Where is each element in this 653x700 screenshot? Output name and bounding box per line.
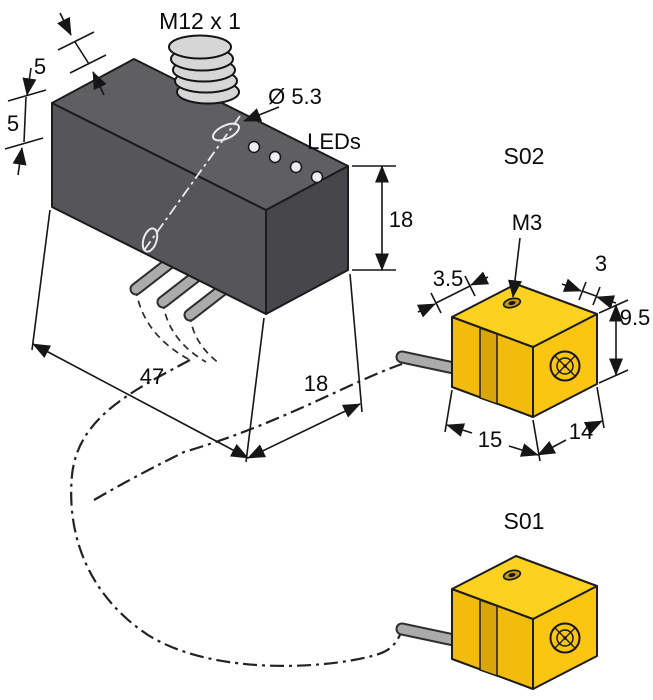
label-m12-thread: M12 x 1 <box>159 8 241 34</box>
dimension-line <box>247 403 361 459</box>
dimension-line <box>581 290 597 297</box>
dim-text-hole-offset: 3.5 <box>433 266 464 291</box>
dimension-line <box>446 423 473 437</box>
s02-mounting-hole-icon <box>502 297 522 309</box>
cable-loop-line <box>70 359 404 667</box>
dim-text-connector-offset: 5 <box>34 54 46 79</box>
dim-left-offset: 5 <box>4 67 47 176</box>
s02-alignment-target-icon <box>549 350 581 382</box>
cable-routing <box>70 288 404 667</box>
label-leds: LEDs <box>307 129 361 154</box>
dimension-line <box>508 443 539 457</box>
s02-top-face <box>451 283 598 348</box>
dim-text-width: 14 <box>569 419 593 444</box>
led-icon <box>268 150 282 164</box>
dimension-arrow <box>57 12 72 36</box>
dimension-arrow <box>596 295 617 309</box>
leader-line <box>507 237 522 298</box>
dimension-arrow <box>22 67 37 96</box>
dimension-arrow <box>416 303 436 318</box>
dimension-line <box>23 96 27 143</box>
extension-line <box>245 317 265 463</box>
mounting-hole-callout: Ø 5.3 <box>243 84 322 122</box>
dim-end-width: 18 <box>247 273 363 459</box>
dim-text-end-width: 18 <box>304 371 328 396</box>
led-indicators <box>247 140 324 184</box>
dimension-line <box>583 420 603 435</box>
sensor-s02 <box>451 283 598 418</box>
leader-line <box>243 106 280 122</box>
extension-line <box>69 54 107 74</box>
extension-line <box>598 369 629 384</box>
led-icon <box>289 160 303 174</box>
dim-connector-offset: 5 <box>34 12 107 96</box>
mounting-hole-top-icon <box>212 122 240 142</box>
s02-sensing-slot <box>479 326 498 406</box>
housing-top-face <box>51 58 349 211</box>
m12-thread-connector <box>168 34 240 105</box>
extension-line <box>596 386 605 429</box>
hidden-cable-2 <box>162 301 207 363</box>
s01-top-face <box>451 555 598 620</box>
dim-text-body-length: 47 <box>140 364 164 389</box>
dimension-line <box>74 41 90 65</box>
thread-turn <box>168 34 232 60</box>
dimension-line <box>32 343 249 459</box>
dimension-line <box>435 285 471 304</box>
s01-mounting-hole-icon <box>502 569 522 581</box>
extension-line <box>57 31 95 51</box>
extension-line <box>349 273 363 413</box>
dimension-arrow <box>470 271 490 286</box>
main-sensor-housing <box>51 58 349 315</box>
label-s01: S01 <box>504 508 545 534</box>
dimension-arrow <box>12 147 27 176</box>
label-hole-diameter: Ø 5.3 <box>268 84 322 109</box>
hole-inner <box>508 300 516 306</box>
mounting-hole-front-icon <box>141 227 159 253</box>
dim-end-height: 18 <box>352 165 413 271</box>
dim-text-corner: 3 <box>595 251 607 276</box>
dim-text-left-offset: 5 <box>7 111 19 136</box>
dim-text-end-height: 18 <box>389 207 413 232</box>
hidden-cable-3 <box>189 314 221 365</box>
label-s02: S02 <box>504 143 545 169</box>
extension-line <box>31 209 51 351</box>
dim-text-height: 9.5 <box>620 305 651 330</box>
hole-inner <box>508 572 516 578</box>
dimension-arrow <box>92 71 107 96</box>
s01-sensing-slot <box>479 598 498 678</box>
extension-line <box>4 137 44 150</box>
led-icon <box>310 170 324 184</box>
dim-body-length: 47 <box>31 209 265 463</box>
sensor-s01 <box>451 555 598 690</box>
dim-text-length: 15 <box>478 427 502 452</box>
dimension-arrow <box>561 278 582 292</box>
sensor-s02-dimensions: M3 3.5 3 9.5 15 14 <box>416 210 651 462</box>
label-m3: M3 <box>512 210 543 235</box>
dimension-line <box>537 439 567 456</box>
s01-alignment-target-icon <box>549 622 581 654</box>
led-icon <box>247 140 261 154</box>
